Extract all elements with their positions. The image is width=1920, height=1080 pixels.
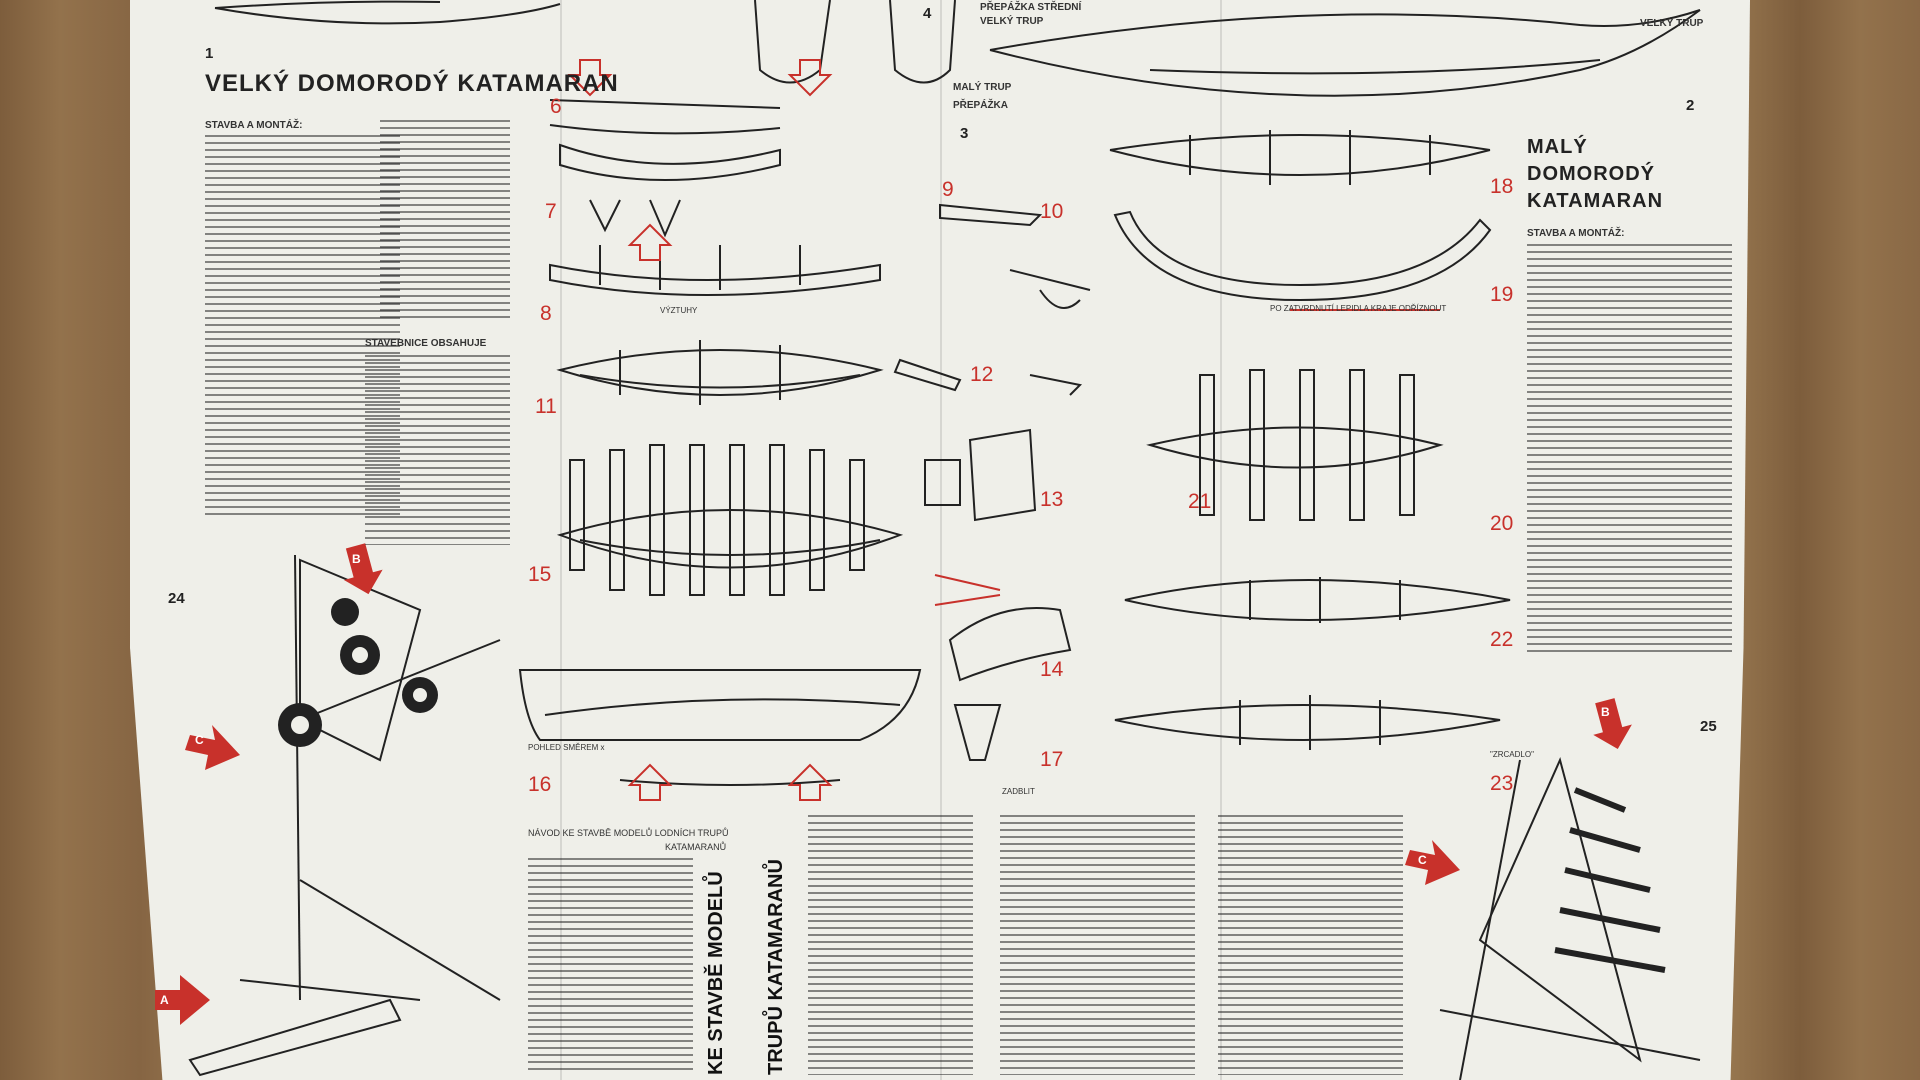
fig-4-number: 4 [923, 5, 932, 22]
vertical-title-2: TRUPŮ KATAMARANŮ [765, 859, 787, 1075]
left-subtitle: STAVBA A MONTÁŽ: [205, 120, 303, 131]
callout-zrcadlo: "ZRCADLO" [1490, 750, 1534, 759]
page-number-right: 25 [1700, 718, 1717, 735]
fold-line [1220, 0, 1222, 1080]
bottom-text-column-3 [1000, 815, 1195, 1075]
label-prepazka: PŘEPÁŽKA [953, 100, 1009, 111]
fig-15: 15 [528, 563, 552, 586]
fig-16: 16 [528, 773, 552, 796]
right-subtitle: STAVBA A MONTÁŽ: [1527, 228, 1625, 239]
fig-14: 14 [1040, 658, 1064, 681]
page-number-left: 24 [168, 590, 185, 607]
bottom-heading: NÁVOD KE STAVBĚ MODELŮ LODNÍCH TRUPŮ [528, 828, 729, 838]
parts-heading: STAVEBNICE OBSAHUJE [365, 338, 487, 349]
sail-letter-b-left: B [352, 552, 361, 566]
right-text-column [1527, 244, 1732, 654]
right-title: MALÝ DOMORODÝ KATAMARAN [1527, 134, 1663, 215]
bottom-text-column-2 [808, 815, 973, 1075]
label-velky-trup-right: VELKÝ TRUP [1640, 18, 1704, 29]
fig-23: 23 [1490, 772, 1514, 795]
fig-9: 9 [942, 178, 954, 201]
page-number-top-left: 1 [205, 45, 214, 62]
fig-6: 6 [550, 95, 562, 118]
fig-13: 13 [1040, 488, 1064, 511]
sail-letter-a-left: A [160, 993, 169, 1007]
fig-7: 7 [545, 200, 557, 223]
label-prepazka-stredni: PŘEPÁŽKA STŘEDNÍ [980, 2, 1082, 13]
fig-10: 10 [1040, 200, 1064, 223]
callout-zadblit: ZADBLIT [1002, 787, 1035, 796]
right-title-line1: MALÝ [1527, 136, 1588, 158]
label-maly-trup: MALÝ TRUP [953, 82, 1012, 93]
bottom-text-column-1 [528, 858, 693, 1073]
fig-20: 20 [1490, 512, 1514, 535]
fig-21: 21 [1188, 490, 1212, 513]
left-title: VELKÝ DOMORODÝ KATAMARAN [205, 70, 619, 97]
fig-11: 11 [535, 395, 557, 418]
left-text-column-2 [380, 120, 510, 320]
fig-19: 19 [1490, 283, 1514, 306]
fig-3-number: 3 [960, 125, 969, 142]
fig-18: 18 [1490, 175, 1514, 198]
label-velky-trup: VELKÝ TRUP [980, 16, 1044, 27]
sail-letter-b-right: B [1601, 705, 1610, 719]
fig-8: 8 [540, 302, 552, 325]
page-number-top-right: 2 [1686, 97, 1695, 114]
parts-list [365, 355, 510, 545]
fig-17: 17 [1040, 748, 1064, 771]
fold-line [940, 0, 942, 1080]
fold-line [560, 0, 562, 1080]
fig-22: 22 [1490, 628, 1514, 651]
bottom-text-column-4 [1218, 815, 1403, 1075]
callout-zatvrdnuti: PO ZATVRDNUTÍ LEPIDLA KRAJE ODŘÍZNOUT [1270, 304, 1447, 313]
sail-letter-c-left: C [195, 733, 204, 747]
right-title-line3: KATAMARAN [1527, 190, 1664, 212]
sail-letter-c-right: C [1418, 853, 1427, 867]
callout-vyztuhy: VÝZTUHY [660, 306, 698, 315]
callout-pohled: POHLED SMĚREM x [528, 743, 605, 752]
fig-12: 12 [970, 363, 994, 386]
right-title-line2: DOMORODÝ [1527, 163, 1655, 185]
bottom-heading-sub: KATAMARANŮ [665, 842, 727, 852]
vertical-title-1: KE STAVBĚ MODELŮ [705, 871, 727, 1075]
